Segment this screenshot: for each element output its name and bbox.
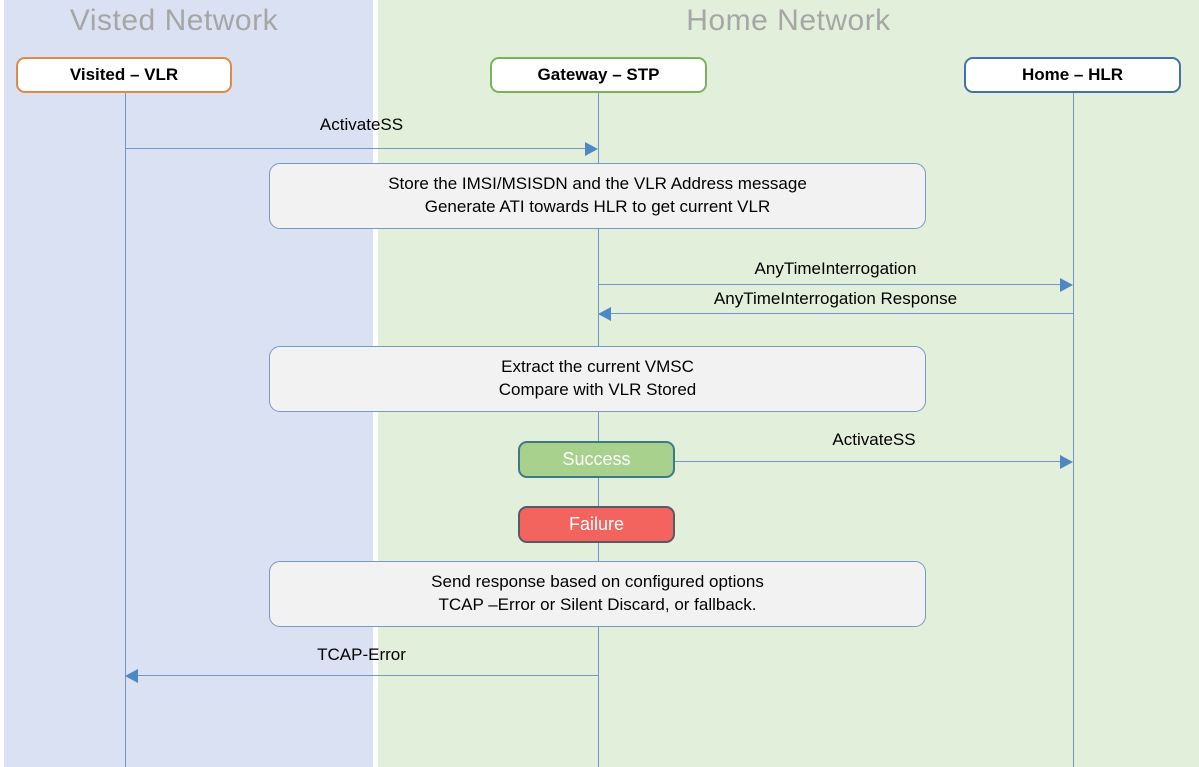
actor-box-home-hlr[interactable]: Home – HLR [964,57,1181,93]
status-badge-failure[interactable]: Failure [518,506,675,543]
note-send-response-line2: TCAP –Error or Silent Discard, or fallba… [438,595,757,614]
message-line-anytimeinterrogation [598,284,1060,285]
note-extract-vmsc: Extract the current VMSC Compare with VL… [269,346,926,412]
message-line-anytimeinterrogation-response [611,313,1073,314]
arrowhead-left-icon [598,307,611,321]
lifeline-gateway-stp [598,92,599,767]
visited-network-title: Visted Network [69,4,279,37]
arrowhead-right-icon [1060,278,1073,292]
lifeline-home-hlr [1073,92,1074,767]
arrowhead-right-icon [1060,455,1073,469]
message-line-tcap-error [138,675,598,676]
message-line-activatess-vlr-to-stp [125,148,585,149]
lifeline-visited-vlr [125,92,126,767]
message-label-anytimeinterrogation-response: AnyTimeInterrogation Response [713,289,958,308]
note-extract-vmsc-line2: Compare with VLR Stored [498,380,697,399]
actor-box-visited-vlr[interactable]: Visited – VLR [16,57,232,93]
note-send-response: Send response based on configured option… [269,561,926,627]
note-store-imsi-line2: Generate ATI towards HLR to get current … [424,197,771,216]
message-label-activatess-vlr-to-stp: ActivateSS [319,115,404,134]
message-label-activatess-stp-to-hlr: ActivateSS [832,430,916,449]
note-store-imsi: Store the IMSI/MSISDN and the VLR Addres… [269,163,926,229]
actor-box-gateway-stp[interactable]: Gateway – STP [490,57,707,93]
message-label-anytimeinterrogation: AnyTimeInterrogation [754,259,917,278]
message-line-activatess-stp-to-hlr [598,461,1060,462]
arrowhead-left-icon [125,669,138,683]
note-send-response-line1: Send response based on configured option… [431,572,764,592]
status-badge-success[interactable]: Success [518,441,675,478]
home-network-title: Home Network [686,4,891,37]
note-extract-vmsc-line1: Extract the current VMSC [501,357,694,377]
note-store-imsi-line1: Store the IMSI/MSISDN and the VLR Addres… [388,174,807,194]
message-label-tcap-error: TCAP-Error [317,645,406,664]
arrowhead-right-icon [585,142,598,156]
